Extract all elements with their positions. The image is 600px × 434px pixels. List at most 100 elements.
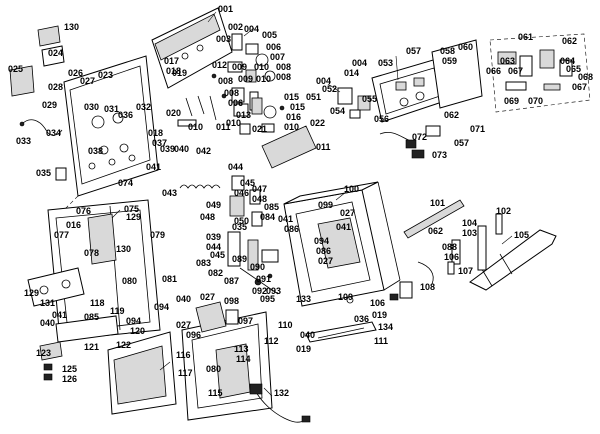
- box-060: [431, 39, 483, 109]
- callout-039: 039: [206, 232, 221, 242]
- callout-129: 129: [24, 288, 39, 298]
- callout-098: 098: [224, 296, 239, 306]
- callout-011: 011: [316, 142, 331, 152]
- callout-027: 027: [340, 208, 355, 218]
- callout-084: 084: [260, 212, 275, 222]
- callout-048: 048: [200, 212, 215, 222]
- callout-069: 069: [504, 96, 519, 106]
- callout-002: 002: [228, 22, 243, 32]
- callout-075: 075: [124, 204, 139, 214]
- main-frame: [283, 181, 401, 307]
- callout-020: 020: [166, 108, 181, 118]
- callout-068: 068: [578, 72, 593, 82]
- callout-130: 130: [116, 244, 131, 254]
- callout-041: 041: [146, 162, 161, 172]
- wire-033: [19, 119, 63, 136]
- callout-129: 129: [126, 212, 141, 222]
- callout-120: 120: [130, 326, 145, 336]
- callout-077: 077: [54, 230, 69, 240]
- callout-018: 018: [166, 66, 181, 76]
- callout-094: 094: [154, 302, 169, 312]
- callout-064: 064: [560, 56, 575, 66]
- callout-112: 112: [264, 336, 279, 346]
- callout-004: 004: [352, 58, 367, 68]
- base-plates: [39, 315, 119, 381]
- callout-014: 014: [344, 68, 359, 78]
- callout-097: 097: [238, 316, 253, 326]
- callout-125: 125: [62, 364, 77, 374]
- callout-079: 079: [150, 230, 165, 240]
- callout-059: 059: [442, 56, 457, 66]
- callout-072: 072: [412, 132, 427, 142]
- callout-004: 004: [244, 24, 259, 34]
- left-side-panel: [59, 55, 159, 215]
- callout-086: 086: [284, 224, 299, 234]
- callout-111: 111: [374, 336, 388, 346]
- rail-111: [305, 321, 377, 343]
- callout-009: 009: [232, 62, 247, 72]
- callout-082: 082: [208, 268, 223, 278]
- callout-025: 025: [8, 64, 23, 74]
- callout-041: 041: [52, 310, 67, 320]
- callout-010: 010: [256, 74, 271, 84]
- callout-080: 080: [122, 276, 137, 286]
- callout-086: 086: [316, 246, 331, 256]
- callout-045: 045: [240, 178, 255, 188]
- callout-032: 032: [136, 102, 151, 112]
- front-cover-112: [181, 311, 273, 421]
- callout-043: 043: [162, 188, 177, 198]
- callout-105: 105: [514, 230, 529, 240]
- callout-073: 073: [432, 150, 447, 160]
- callout-026: 026: [68, 68, 83, 78]
- callout-093: 093: [266, 286, 281, 296]
- callout-008: 008: [218, 76, 233, 86]
- callout-027: 027: [176, 320, 191, 330]
- callout-107: 107: [458, 266, 473, 276]
- left-lower-frame: [47, 199, 161, 341]
- callout-027: 027: [318, 256, 333, 266]
- callout-006: 006: [266, 42, 281, 52]
- callout-049: 049: [206, 200, 221, 210]
- upper-mechanism: [229, 175, 263, 227]
- callout-042: 042: [196, 146, 211, 156]
- callout-090: 090: [250, 262, 265, 272]
- callout-007: 007: [270, 52, 285, 62]
- callout-074: 074: [118, 178, 133, 188]
- callout-016: 016: [286, 112, 301, 122]
- misc-right-parts: [346, 281, 413, 304]
- callout-061: 061: [518, 32, 533, 42]
- callout-065: 065: [566, 64, 581, 74]
- callout-116: 116: [176, 350, 191, 360]
- callout-119: 119: [110, 306, 125, 316]
- callout-060: 060: [458, 42, 473, 52]
- callout-040: 040: [300, 330, 315, 340]
- callout-023: 023: [98, 70, 113, 80]
- callout-113: 113: [234, 344, 249, 354]
- callout-131: 131: [40, 298, 55, 308]
- callout-091: 091: [256, 274, 271, 284]
- rear-top-panel: [151, 7, 233, 89]
- callout-040: 040: [40, 318, 55, 328]
- callout-035: 035: [232, 222, 247, 232]
- inset-group: [489, 33, 591, 113]
- callout-047: 047: [252, 184, 267, 194]
- callout-040: 040: [176, 294, 191, 304]
- callout-095: 095: [260, 294, 275, 304]
- cable-132: [249, 383, 311, 423]
- callout-085: 085: [84, 312, 99, 322]
- callout-045: 045: [210, 250, 225, 260]
- bracket-096: [195, 301, 239, 333]
- callout-066: 066: [486, 66, 501, 76]
- callout-134: 134: [378, 322, 393, 332]
- part-drawings: [9, 7, 591, 423]
- callout-114: 114: [236, 354, 251, 364]
- part-number-labels: 001 002 003 004 005 006 007 012 009 010 …: [8, 4, 593, 398]
- callout-030: 030: [84, 102, 99, 112]
- mid-mechanism: [227, 231, 279, 295]
- top-fittings-cluster: [211, 33, 276, 111]
- callout-016: 016: [66, 220, 81, 230]
- callout-008: 008: [276, 72, 291, 82]
- callout-133: 133: [296, 294, 311, 304]
- callout-092: 092: [252, 286, 267, 296]
